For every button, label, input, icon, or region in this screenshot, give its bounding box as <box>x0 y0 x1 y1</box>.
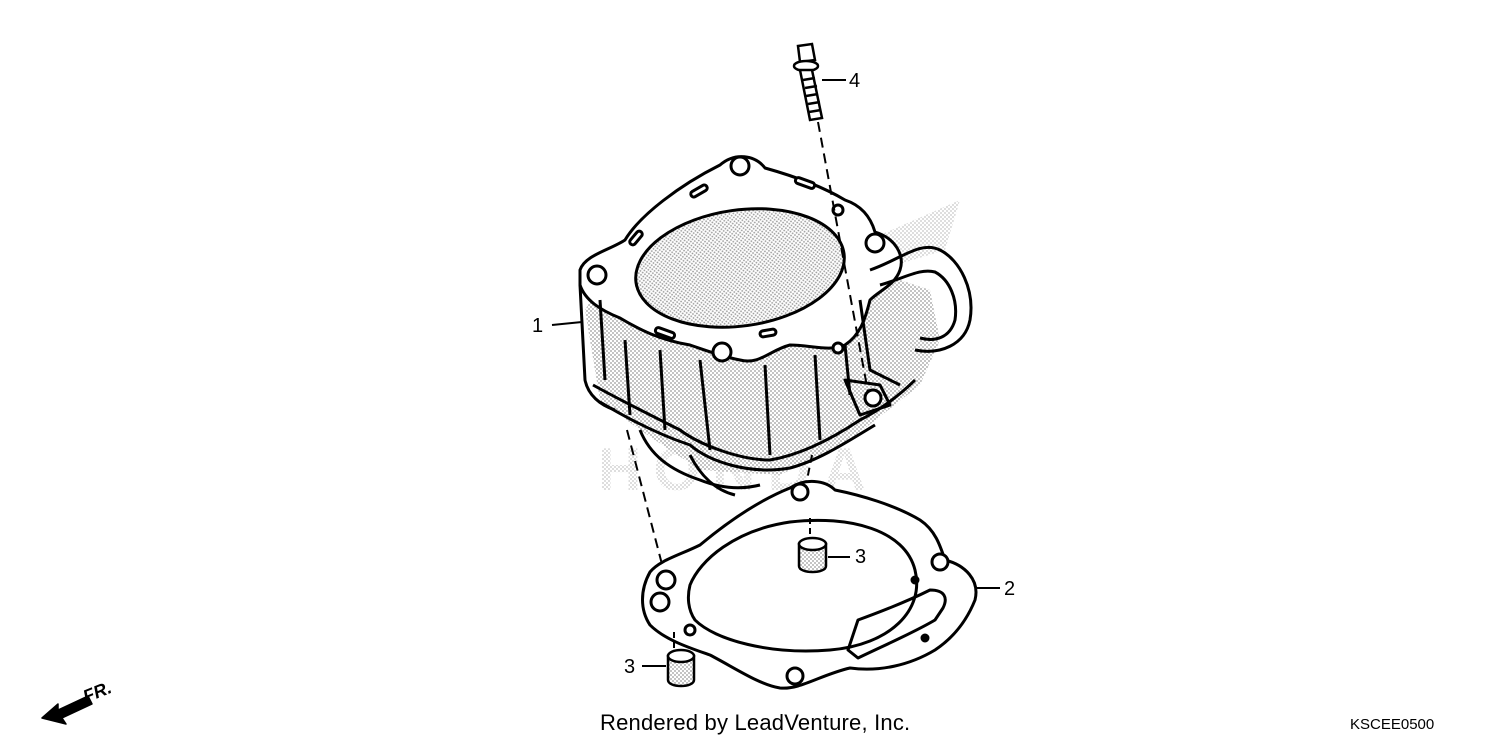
callout-part4: 4 <box>849 70 860 92</box>
dowel-pin-upper-part <box>797 536 828 574</box>
render-credit: Rendered by LeadVenture, Inc. <box>600 710 911 735</box>
front-label: FR. <box>80 677 114 706</box>
callout-part3-lower: 3 <box>624 656 635 678</box>
cylinder-part <box>578 155 973 497</box>
bolt-alignment-line <box>817 121 869 393</box>
dowel-pin-lower-part <box>666 648 696 688</box>
gasket-alignment-line-left <box>626 429 665 573</box>
front-direction-marker: FR. <box>41 677 114 725</box>
callout-part1: 1 <box>532 315 543 337</box>
leader-line-part1 <box>551 321 583 326</box>
cylinder-gasket-part <box>641 480 978 690</box>
callout-part2: 2 <box>1004 578 1015 600</box>
front-arrow-icon <box>41 695 93 725</box>
flange-bolt-part <box>792 42 824 122</box>
diagram-code: KSCEE0500 <box>1350 716 1435 733</box>
callout-part3-upper: 3 <box>855 546 866 568</box>
